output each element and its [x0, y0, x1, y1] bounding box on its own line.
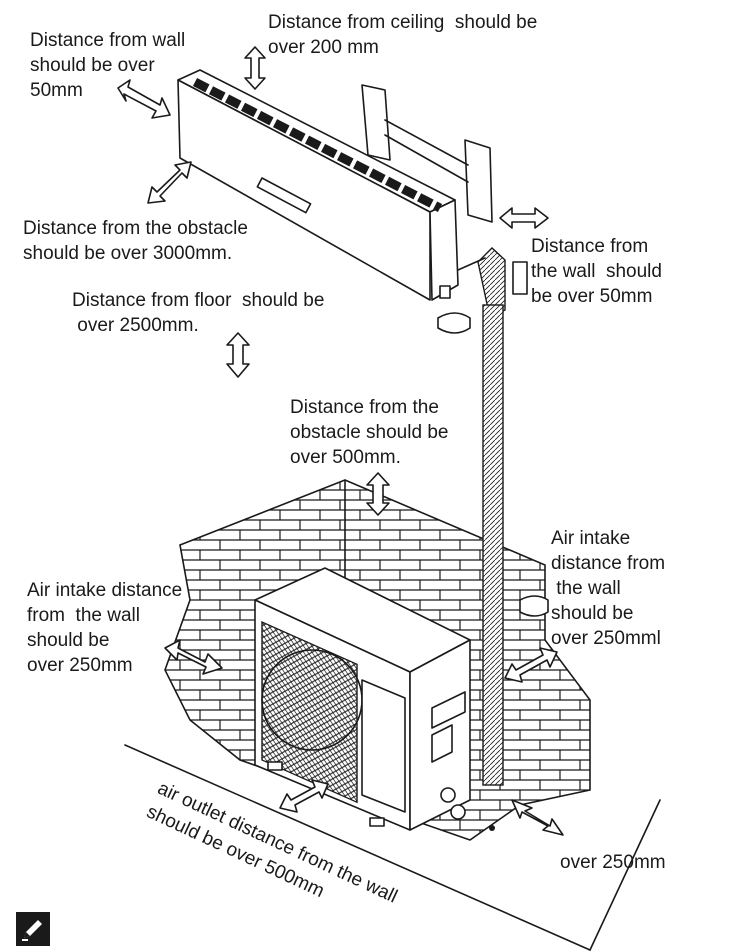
refrigerant-pipe: [437, 247, 549, 831]
label-obstacle-outdoor: Distance from the obstacle should be ove…: [290, 397, 449, 468]
outdoor-unit: [254, 567, 471, 831]
indoor-unit: [177, 69, 459, 301]
ground-plane: [124, 744, 661, 951]
label-obstacle-indoor: Distance from the obstacle should be ove…: [23, 218, 248, 264]
label-ceiling: Distance from ceiling should be over 200…: [268, 12, 538, 58]
label-air-intake-right: Air intake distance from the wall should…: [551, 528, 666, 649]
label-wall-right-indoor: Distance from the wall should be over 50…: [531, 236, 662, 307]
label-air-intake-left: Air intake distance from the wall should…: [27, 580, 183, 676]
label-floor: Distance from floor should be over 2500m…: [72, 290, 325, 336]
label-wall-indoor: Distance from wall should be over 50mm: [30, 30, 186, 101]
pencil-note-icon: [16, 912, 50, 946]
label-over-250: over 250mm: [560, 852, 666, 873]
clearance-arrows: [117, 46, 564, 836]
mounting-plate: [361, 84, 493, 223]
